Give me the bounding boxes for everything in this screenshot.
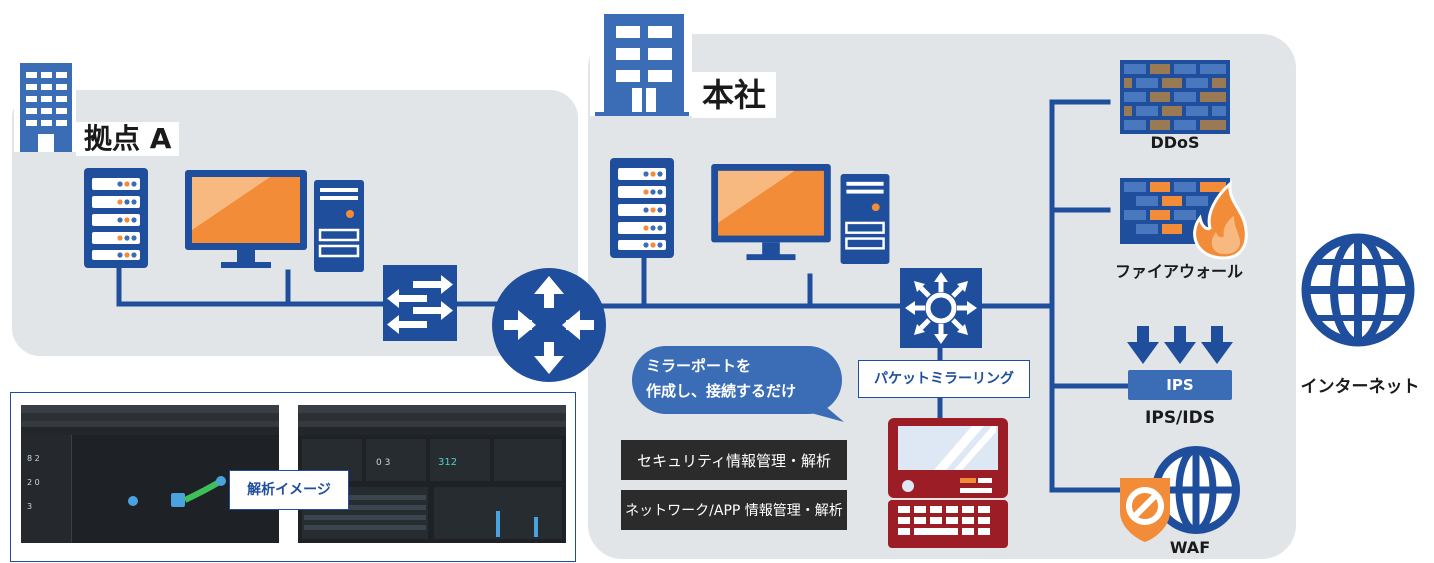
ddos-wall-icon xyxy=(1120,60,1230,134)
ips-arrows-icon xyxy=(1127,326,1233,364)
svg-text:8 2: 8 2 xyxy=(27,454,40,463)
hq-monitor-icon xyxy=(711,164,831,261)
packet-mirroring-label: パケットミラーリング xyxy=(858,360,1030,398)
branch-switch-icon xyxy=(383,265,457,341)
internet-label: インターネット xyxy=(1300,377,1420,397)
analysis-image-label: 解析イメージ xyxy=(229,470,349,510)
internet-globe-icon xyxy=(1301,233,1415,347)
analysis-laptop-icon xyxy=(888,418,1008,548)
svg-text:312: 312 xyxy=(438,457,457,468)
hq-building-icon xyxy=(590,8,692,116)
ips-ids-label: IPS/IDS xyxy=(1145,408,1215,428)
core-switch-icon xyxy=(900,268,982,348)
waf-icon xyxy=(1120,446,1240,542)
network-app-info-box: ネットワーク/APP 情報管理・解析 xyxy=(621,490,847,530)
branch-building-icon xyxy=(14,60,76,152)
hq-title: 本社 xyxy=(692,72,777,118)
svg-text:2 0: 2 0 xyxy=(27,478,40,487)
branch-a-title: 拠点 A xyxy=(76,122,180,156)
branch-pc-tower-icon xyxy=(314,180,364,272)
speech-bubble-shape xyxy=(632,346,844,422)
ddos-label: DDoS xyxy=(1150,133,1200,152)
svg-text:3: 3 xyxy=(27,502,32,511)
speech-bubble-line2: 作成し、接続するだけ xyxy=(646,382,797,400)
waf-label: WAF xyxy=(1169,538,1211,557)
firewall-label: ファイアウォール xyxy=(1114,262,1243,281)
branch-server-icon xyxy=(84,168,148,268)
speech-bubble-line1: ミラーポートを xyxy=(646,357,752,375)
svg-text:0 3: 0 3 xyxy=(376,458,390,468)
hq-server-icon xyxy=(610,158,674,258)
branch-monitor-icon xyxy=(185,170,307,268)
ips-badge: IPS xyxy=(1128,370,1232,400)
security-info-box: セキュリティ情報管理・解析 xyxy=(621,440,847,480)
router-icon xyxy=(492,268,606,382)
hq-pc-tower-icon xyxy=(840,174,890,264)
firewall-icon xyxy=(1120,178,1248,260)
